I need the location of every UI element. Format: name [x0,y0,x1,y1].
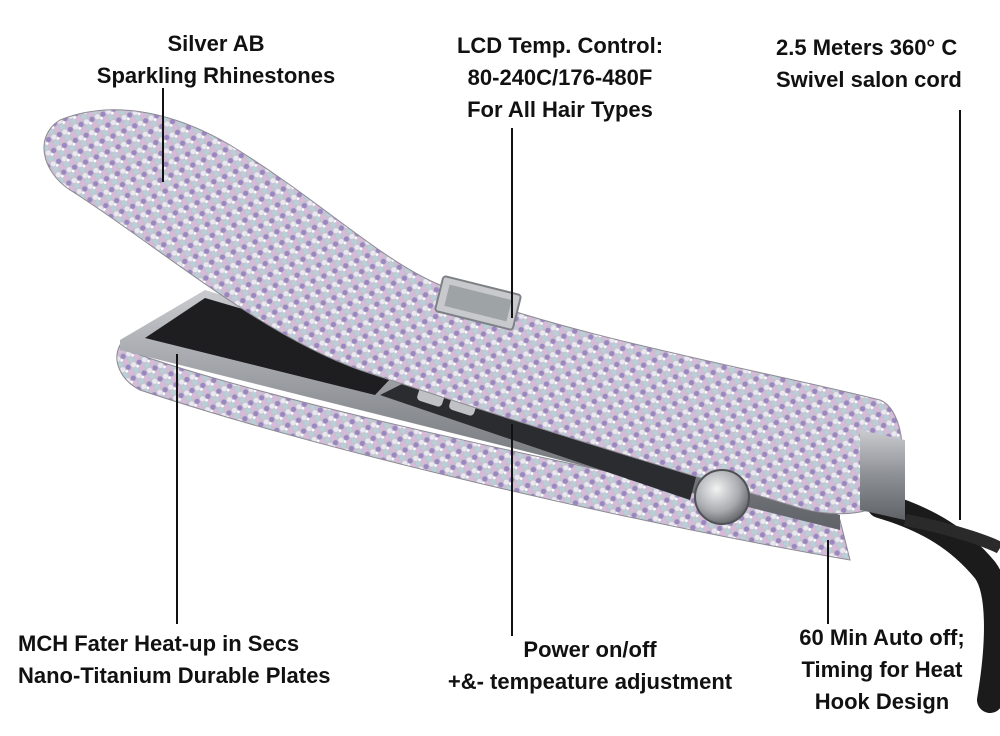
label-swivel-cord: 2.5 Meters 360° C Swivel salon cord [776,32,996,96]
label-line: 60 Min Auto off; [799,625,965,650]
label-line: Silver AB [167,31,265,56]
label-plates: MCH Fater Heat-up in Secs Nano-Titanium … [18,628,378,692]
label-lcd-temp-control: LCD Temp. Control: 80-240C/176-480F For … [420,30,700,126]
cord-hook [903,514,1000,554]
label-power-controls: Power on/off +&- tempeature adjustment [420,634,760,698]
label-auto-off: 60 Min Auto off; Timing for Heat Hook De… [768,622,996,718]
lower-arm [116,344,851,561]
label-line: Sparkling Rhinestones [96,62,336,88]
label-line: Swivel salon cord [776,66,962,92]
lcd-screen [444,284,512,322]
label-line: Hook Design [814,688,950,714]
label-line: 2.5 Meters 360° C [776,35,958,60]
label-line: Power on/off [523,637,657,662]
label-line: For All Hair Types [467,96,653,122]
label-line: Timing for Heat [801,656,963,682]
label-line: 80-240C/176-480F [467,64,653,90]
label-line: LCD Temp. Control: [456,33,664,58]
label-rhinestones: Silver AB Sparkling Rhinestones [82,28,350,92]
label-line: MCH Fater Heat-up in Secs [18,631,300,656]
heating-plate [145,298,410,395]
swivel-knob [694,469,750,525]
label-line: Nano-Titanium Durable Plates [18,662,331,688]
label-line: +&- tempeature adjustment [447,668,733,694]
hinge-cap [860,430,905,520]
